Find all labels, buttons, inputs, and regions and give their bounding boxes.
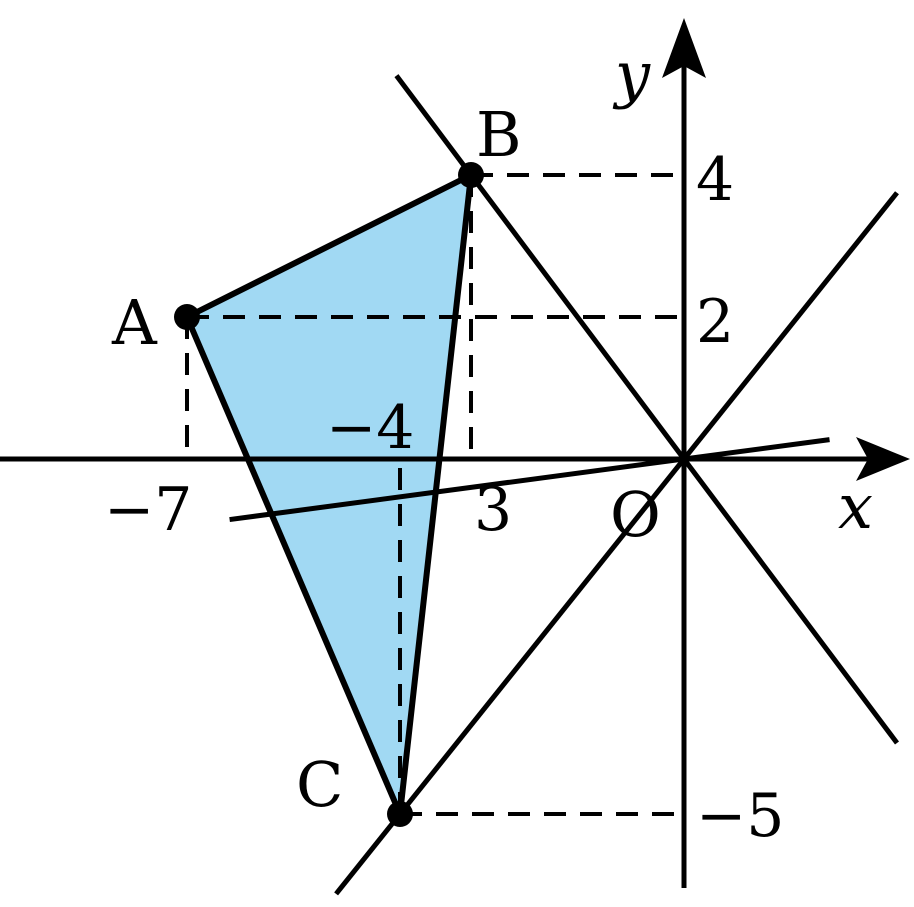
tick-label-y-neg5: −5 — [696, 781, 784, 851]
line-through-origin-and-c — [334, 191, 899, 896]
y-axis-arrowhead — [662, 18, 706, 78]
tick-label-x-neg3: 3 — [474, 475, 512, 545]
point-c — [387, 801, 413, 827]
point-b — [458, 162, 484, 188]
point-c-label: C — [296, 748, 343, 821]
origin-label: O — [610, 478, 661, 551]
x-axis-label: x — [838, 470, 873, 543]
line-through-origin-and-b — [394, 74, 899, 745]
line-through-origin-shallow — [229, 437, 830, 523]
point-a-label: A — [111, 286, 158, 359]
tick-label-x-neg7: −7 — [104, 475, 192, 545]
point-a — [174, 304, 200, 330]
tick-label-x-neg4: −4 — [326, 393, 414, 463]
tick-label-y-2: 2 — [696, 287, 734, 357]
y-axis-label: y — [612, 38, 651, 111]
dashed-guides — [185, 173, 684, 816]
tick-label-y-4: 4 — [696, 145, 734, 215]
point-b-label: B — [476, 98, 522, 171]
x-axis-arrowhead — [856, 437, 910, 481]
triangle-abc-edges — [184, 172, 474, 817]
